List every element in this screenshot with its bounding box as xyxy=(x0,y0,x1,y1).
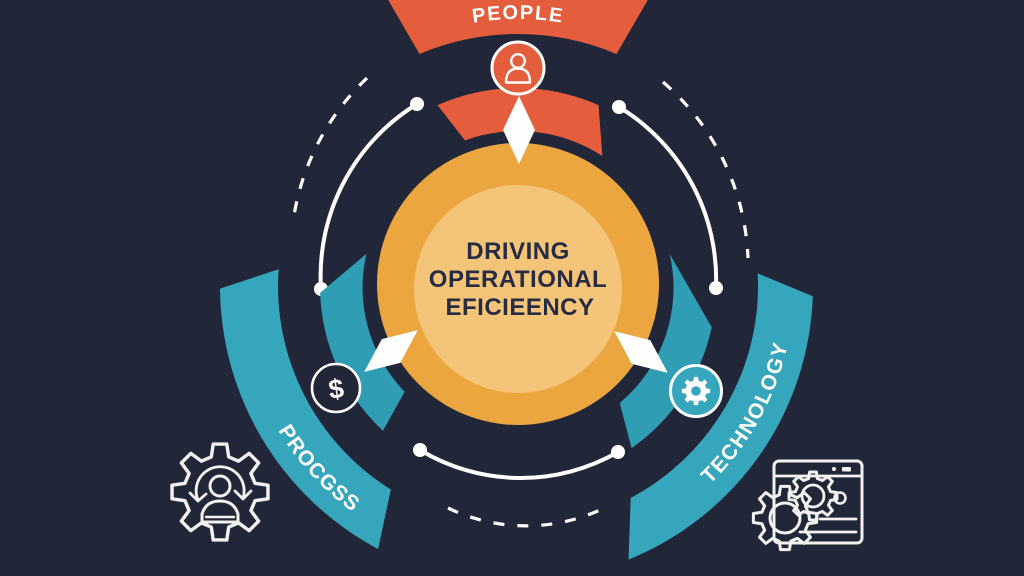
dollar-badge-circle xyxy=(310,362,362,414)
segment-process xyxy=(320,253,405,431)
browser-window xyxy=(772,459,864,545)
browser-titlebar-dash xyxy=(842,467,851,472)
center-title-line1: DRIVING xyxy=(466,238,570,265)
connector-arcs xyxy=(314,97,723,481)
person-icon xyxy=(504,53,532,84)
technology-badge xyxy=(669,364,723,418)
dashed-arc-bottom xyxy=(447,506,601,528)
dashed-arc-right xyxy=(661,80,750,259)
cycle-arrow-head-left xyxy=(188,491,208,503)
center-title-line2: OPERATIONAL xyxy=(429,266,607,293)
gear-person-icon xyxy=(170,442,270,542)
browser-titlebar-dot xyxy=(832,467,836,471)
browser-gears-icon xyxy=(751,459,864,552)
connector-dot xyxy=(611,445,625,459)
diamond-pointers xyxy=(364,96,668,373)
connector-dot xyxy=(709,281,723,295)
ribbon-process: PROCGSS xyxy=(220,269,391,550)
ribbon-people: PEOPLE xyxy=(388,0,648,54)
dashed-arcs xyxy=(291,76,750,528)
people-ribbon-band xyxy=(388,0,648,54)
person-body xyxy=(200,499,240,524)
connector-arc-left xyxy=(318,102,419,291)
people-label: PEOPLE xyxy=(471,2,566,28)
gear-icon xyxy=(681,376,711,406)
browser-small-circle xyxy=(833,491,847,505)
hub-inner-circle xyxy=(414,185,622,393)
process-badge: $ xyxy=(310,362,362,414)
person-head xyxy=(208,474,232,498)
people-badge xyxy=(490,40,546,96)
connector-dot xyxy=(612,100,626,114)
connector-arc-right xyxy=(617,105,719,290)
diamond-top xyxy=(503,96,535,164)
dollar-icon: $ xyxy=(327,373,346,405)
connector-arc-bottom xyxy=(418,448,620,481)
process-ribbon-band xyxy=(220,269,391,550)
browser-gear-large-hole xyxy=(768,501,802,535)
dashed-arc-left xyxy=(291,76,369,223)
segment-technology xyxy=(619,253,712,449)
connector-dot xyxy=(413,443,427,457)
technology-ribbon-band xyxy=(628,273,813,560)
diamond-bottom-left xyxy=(364,330,418,372)
connector-dot xyxy=(410,97,424,111)
diamond-bottom-right xyxy=(614,331,668,373)
central-hub: DRIVING OPERATIONAL EFICIEENCY xyxy=(377,143,659,425)
cycle-arrow-arc xyxy=(194,465,246,502)
center-title-line3: EFICIEENCY xyxy=(445,294,594,321)
cycle-arrow-head-right xyxy=(233,489,253,501)
browser-gear-medium-hole xyxy=(800,483,826,509)
